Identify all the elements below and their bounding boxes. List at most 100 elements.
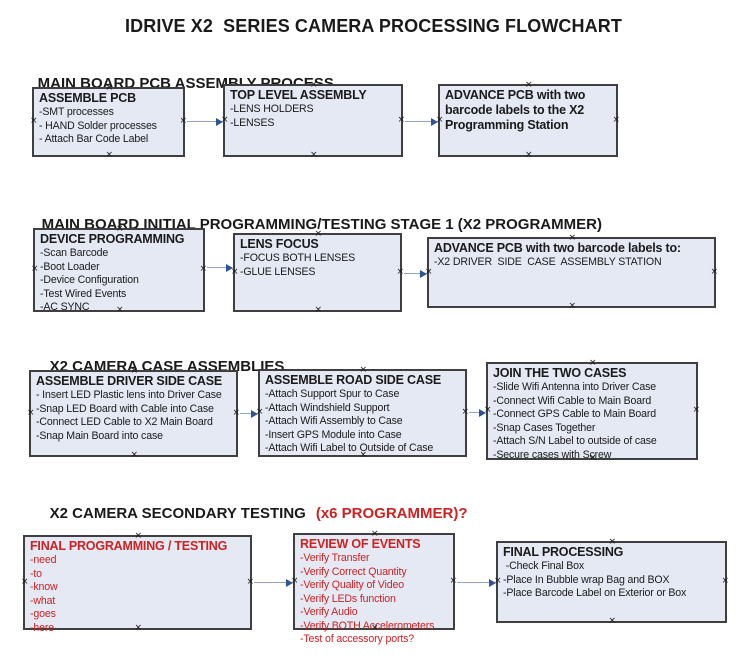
box-items: -FOCUS BOTH LENSES-GLUE LENSES (240, 252, 397, 279)
box-title: LENS FOCUS (240, 237, 319, 251)
flow-box-advance-pcb-driver-side: ADVANCE PCB with two barcode labels to: … (425, 234, 718, 311)
box-item: - Insert LED Plastic lens into Driver Ca… (36, 389, 222, 401)
box-title: FINAL PROCESSING (503, 545, 624, 559)
box-item: -FOCUS BOTH LENSES (240, 252, 356, 264)
arrow-head-icon (479, 408, 486, 417)
connection-x-icon: × (105, 150, 114, 160)
flow-box-join-the-two-cases: JOIN THE TWO CASES -Slide Wifi Antenna i… (484, 359, 700, 463)
box-title: ADVANCE PCB with two barcode labels to t… (445, 88, 589, 132)
arrow-head-icon (216, 117, 223, 126)
box-items: -Verify Transfer-Verify Correct Quantity… (300, 552, 450, 647)
flow-box-advance-pcb-programming-station: ADVANCE PCB with two barcode labels to t… (436, 81, 620, 160)
arrow-line (457, 581, 491, 583)
box-item: -Connect Wifi Cable to Main Board (493, 394, 652, 407)
box-item: -to (30, 567, 42, 580)
connector-arrow (254, 578, 293, 587)
box-item: -Attach Wifi Label to Outside of Case (265, 442, 434, 454)
box-item: -Attach Support Spur to Case (265, 388, 400, 400)
box-title: JOIN THE TWO CASES (493, 366, 627, 380)
connector-arrow (207, 263, 233, 272)
box-item: -Slide Wifi Antenna into Driver Case (493, 381, 656, 393)
connection-x-icon: × (397, 114, 405, 125)
box-item: -Place Barcode Label on Exterior or Box (503, 587, 687, 599)
box-title: ADVANCE PCB with two barcode labels to: (434, 241, 681, 255)
box-items: -X2 DRIVER SIDE CASE ASSEMBLY STATION (434, 256, 711, 270)
flow-box-assemble-pcb: ASSEMBLE PCB -SMT processes- HAND Solder… (30, 84, 187, 160)
box-title: DEVICE PROGRAMMING (40, 232, 185, 246)
box-item: -Attach S/N Label to outside of case (493, 435, 657, 447)
connection-x-icon: × (130, 450, 139, 460)
box-items: -SMT processes- HAND Solder processes- A… (39, 106, 180, 147)
connection-x-icon: × (396, 266, 404, 277)
arrow-line (207, 266, 228, 268)
box-title: REVIEW OF EVENTS (300, 537, 421, 551)
connection-x-icon: × (310, 150, 318, 160)
arrow-line (469, 411, 481, 413)
box-item: -Attach Wifi Assembly to Case (265, 415, 403, 427)
box-item: -goes (30, 608, 56, 620)
connector-arrow (404, 269, 427, 278)
box-item: - Attach Bar Code Label (39, 133, 149, 145)
connection-x-icon: × (608, 616, 617, 626)
section-heading-text: X2 CAMERA SECONDARY TESTING (49, 505, 306, 522)
connector-arrow (457, 578, 496, 587)
box-item: -Device Configuration (40, 274, 139, 286)
arrow-line (404, 272, 422, 274)
connector-arrow (240, 409, 258, 418)
box-item: -Check Final Box (503, 560, 585, 572)
connector-arrow (405, 117, 438, 126)
box-items: -need-to-know-what-goes-here (30, 554, 247, 635)
box-item: -Verify BOTH Accelerometers (300, 619, 435, 632)
box-item: -Boot Loader (40, 260, 100, 273)
connection-x-icon: × (612, 114, 620, 125)
connection-x-icon: × (721, 576, 729, 586)
box-item: -AC SYNC (40, 301, 90, 313)
arrow-head-icon (420, 269, 427, 278)
box-item: - HAND Solder processes (39, 119, 157, 132)
box-item: -Snap Cases Together (493, 421, 596, 434)
connection-x-icon: × (179, 116, 187, 126)
arrow-head-icon (226, 263, 233, 272)
connection-x-icon: × (692, 405, 700, 415)
arrow-line (187, 120, 218, 122)
arrow-line (240, 412, 253, 414)
connector-arrow (187, 117, 223, 126)
flow-box-device-programming: DEVICE PROGRAMMING -Scan Barcode-Boot Lo… (31, 225, 207, 315)
connection-x-icon: × (449, 575, 457, 586)
box-item: -Verify Quality of Video (300, 579, 404, 591)
box-title: ASSEMBLE DRIVER SIDE CASE (36, 374, 223, 388)
section-heading-secondary-testing: X2 CAMERA SECONDARY TESTING (x6 PROGRAMME… (33, 488, 468, 539)
box-item: -SMT processes (39, 106, 114, 118)
connection-x-icon: × (525, 150, 533, 160)
box-item: -Snap LED Board with Cable into Case (36, 402, 214, 415)
box-item: -GLUE LENSES (240, 265, 316, 278)
flow-box-assemble-road-side-case: ASSEMBLE ROAD SIDE CASE -Attach Support … (256, 366, 469, 460)
arrow-head-icon (286, 578, 293, 587)
section-heading-red-text: (x6 PROGRAMMER)? (315, 505, 468, 522)
page-title: IDRIVE X2 SERIES CAMERA PROCESSING FLOWC… (125, 16, 622, 36)
box-item: -what (30, 594, 56, 607)
connection-x-icon: × (710, 266, 718, 277)
box-item: -need (30, 554, 57, 566)
box-items: - Insert LED Plastic lens into Driver Ca… (36, 389, 233, 443)
box-item: -Verify Transfer (300, 552, 370, 564)
box-item: -Secure cases with Screw (493, 448, 612, 461)
connection-x-icon: × (246, 576, 254, 587)
box-items: -Scan Barcode-Boot Loader-Device Configu… (40, 247, 200, 315)
box-item: -Verify Correct Quantity (300, 565, 407, 578)
connection-x-icon: × (199, 264, 207, 274)
box-item: -LENSES (230, 116, 275, 129)
box-items: -Attach Support Spur to Case-Attach Wind… (265, 388, 462, 456)
arrow-line (254, 581, 288, 583)
box-item: -X2 DRIVER SIDE CASE ASSEMBLY STATION (434, 256, 662, 268)
box-title: ASSEMBLE ROAD SIDE CASE (265, 373, 441, 387)
connection-x-icon: × (568, 301, 577, 311)
box-item: -here (30, 621, 54, 634)
flow-box-final-processing: FINAL PROCESSING -Check Final Box -Place … (494, 538, 729, 626)
box-item: -Connect GPS Cable to Main Board (493, 408, 657, 420)
box-title: TOP LEVEL ASSEMBLY (230, 88, 367, 102)
box-items: -Slide Wifi Antenna into Driver Case-Con… (493, 381, 693, 462)
box-item: -Connect LED Cable to X2 Main Board (36, 416, 213, 428)
arrow-head-icon (251, 409, 258, 418)
